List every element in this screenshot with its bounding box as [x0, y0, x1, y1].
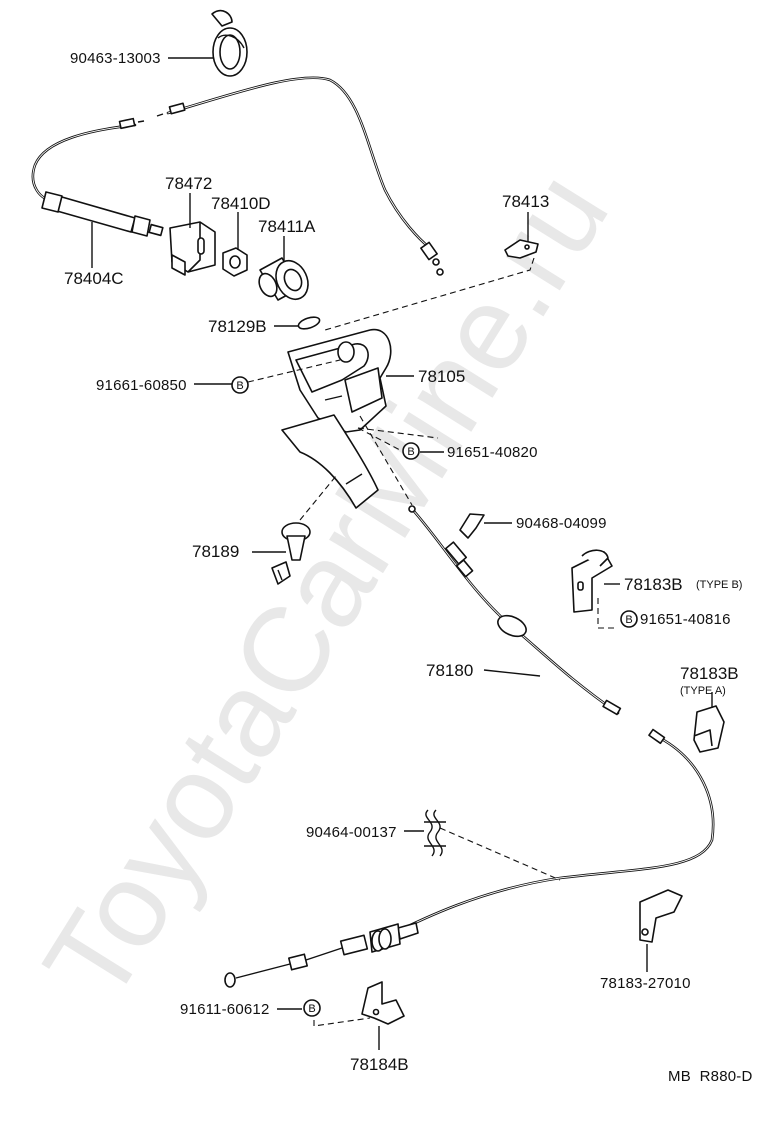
lever-78105 [287, 328, 392, 433]
callout-78472: 78472 [165, 174, 212, 193]
bracket-78183B-type-b [571, 549, 613, 613]
callout-78184B: 78184B [350, 1055, 409, 1074]
push-pin-78189 [271, 522, 311, 585]
callout-78189: 78189 [192, 542, 239, 561]
callout-91651-40820: 91651-40820 [447, 444, 538, 461]
callout-78180: 78180 [426, 661, 473, 680]
callout-78183-27010: 78183-27010 [600, 975, 691, 992]
callout-type-a: (TYPE A) [680, 685, 726, 697]
callout-90468-04099: 90468-04099 [516, 515, 607, 532]
cover-78189-trim [281, 414, 379, 509]
callout-91611-60612: 91611-60612 [180, 1001, 270, 1018]
callout-78183B-type-a: 78183B [680, 664, 739, 683]
callout-78105: 78105 [418, 367, 465, 386]
knob-78411A [258, 257, 309, 301]
callout-78410D: 78410D [211, 194, 271, 213]
bolt-marker-label: B [625, 614, 632, 626]
callout-91651-40816: 91651-40816 [640, 611, 731, 628]
cable-78180 [408, 505, 622, 716]
clamp-90463 [211, 9, 248, 77]
clip-78413 [504, 239, 539, 259]
callout-type-b: (TYPE B) [696, 579, 742, 591]
callout-78413: 78413 [502, 192, 549, 211]
callout-90464-00137: 90464-00137 [306, 824, 397, 841]
bolt-marker-3: B [620, 610, 638, 628]
nut-78410D [222, 247, 248, 277]
upper-cable [31, 76, 444, 276]
bolt-marker-4: B [303, 999, 321, 1017]
oring-78129B [297, 316, 321, 330]
bolt-marker-label: B [407, 446, 414, 458]
callout-78404C: 78404C [64, 269, 124, 288]
bracket-78472 [169, 221, 216, 276]
bracket-78183-27010 [639, 889, 683, 943]
bolt-marker-2: B [402, 442, 420, 460]
leader-lines [91, 57, 713, 1050]
lower-cable [224, 728, 715, 988]
callout-78129B: 78129B [208, 317, 267, 336]
clip-90468 [459, 513, 485, 539]
bracket-78183B-type-a [693, 705, 725, 753]
callout-90463-13003: 90463-13003 [70, 50, 161, 67]
callout-78411A: 78411A [258, 217, 316, 236]
cable-housing-78404C [41, 191, 164, 237]
bolt-marker-label: B [308, 1003, 315, 1015]
callout-78183B-type-b: 78183B [624, 575, 683, 594]
callout-91661-60850: 91661-60850 [96, 377, 187, 394]
bolt-marker-1: B [231, 376, 249, 394]
clip-90464 [424, 809, 446, 857]
bracket-78184B [361, 981, 405, 1025]
diagram-code: MB R880-D [668, 1068, 753, 1085]
bolt-marker-label: B [236, 380, 243, 392]
